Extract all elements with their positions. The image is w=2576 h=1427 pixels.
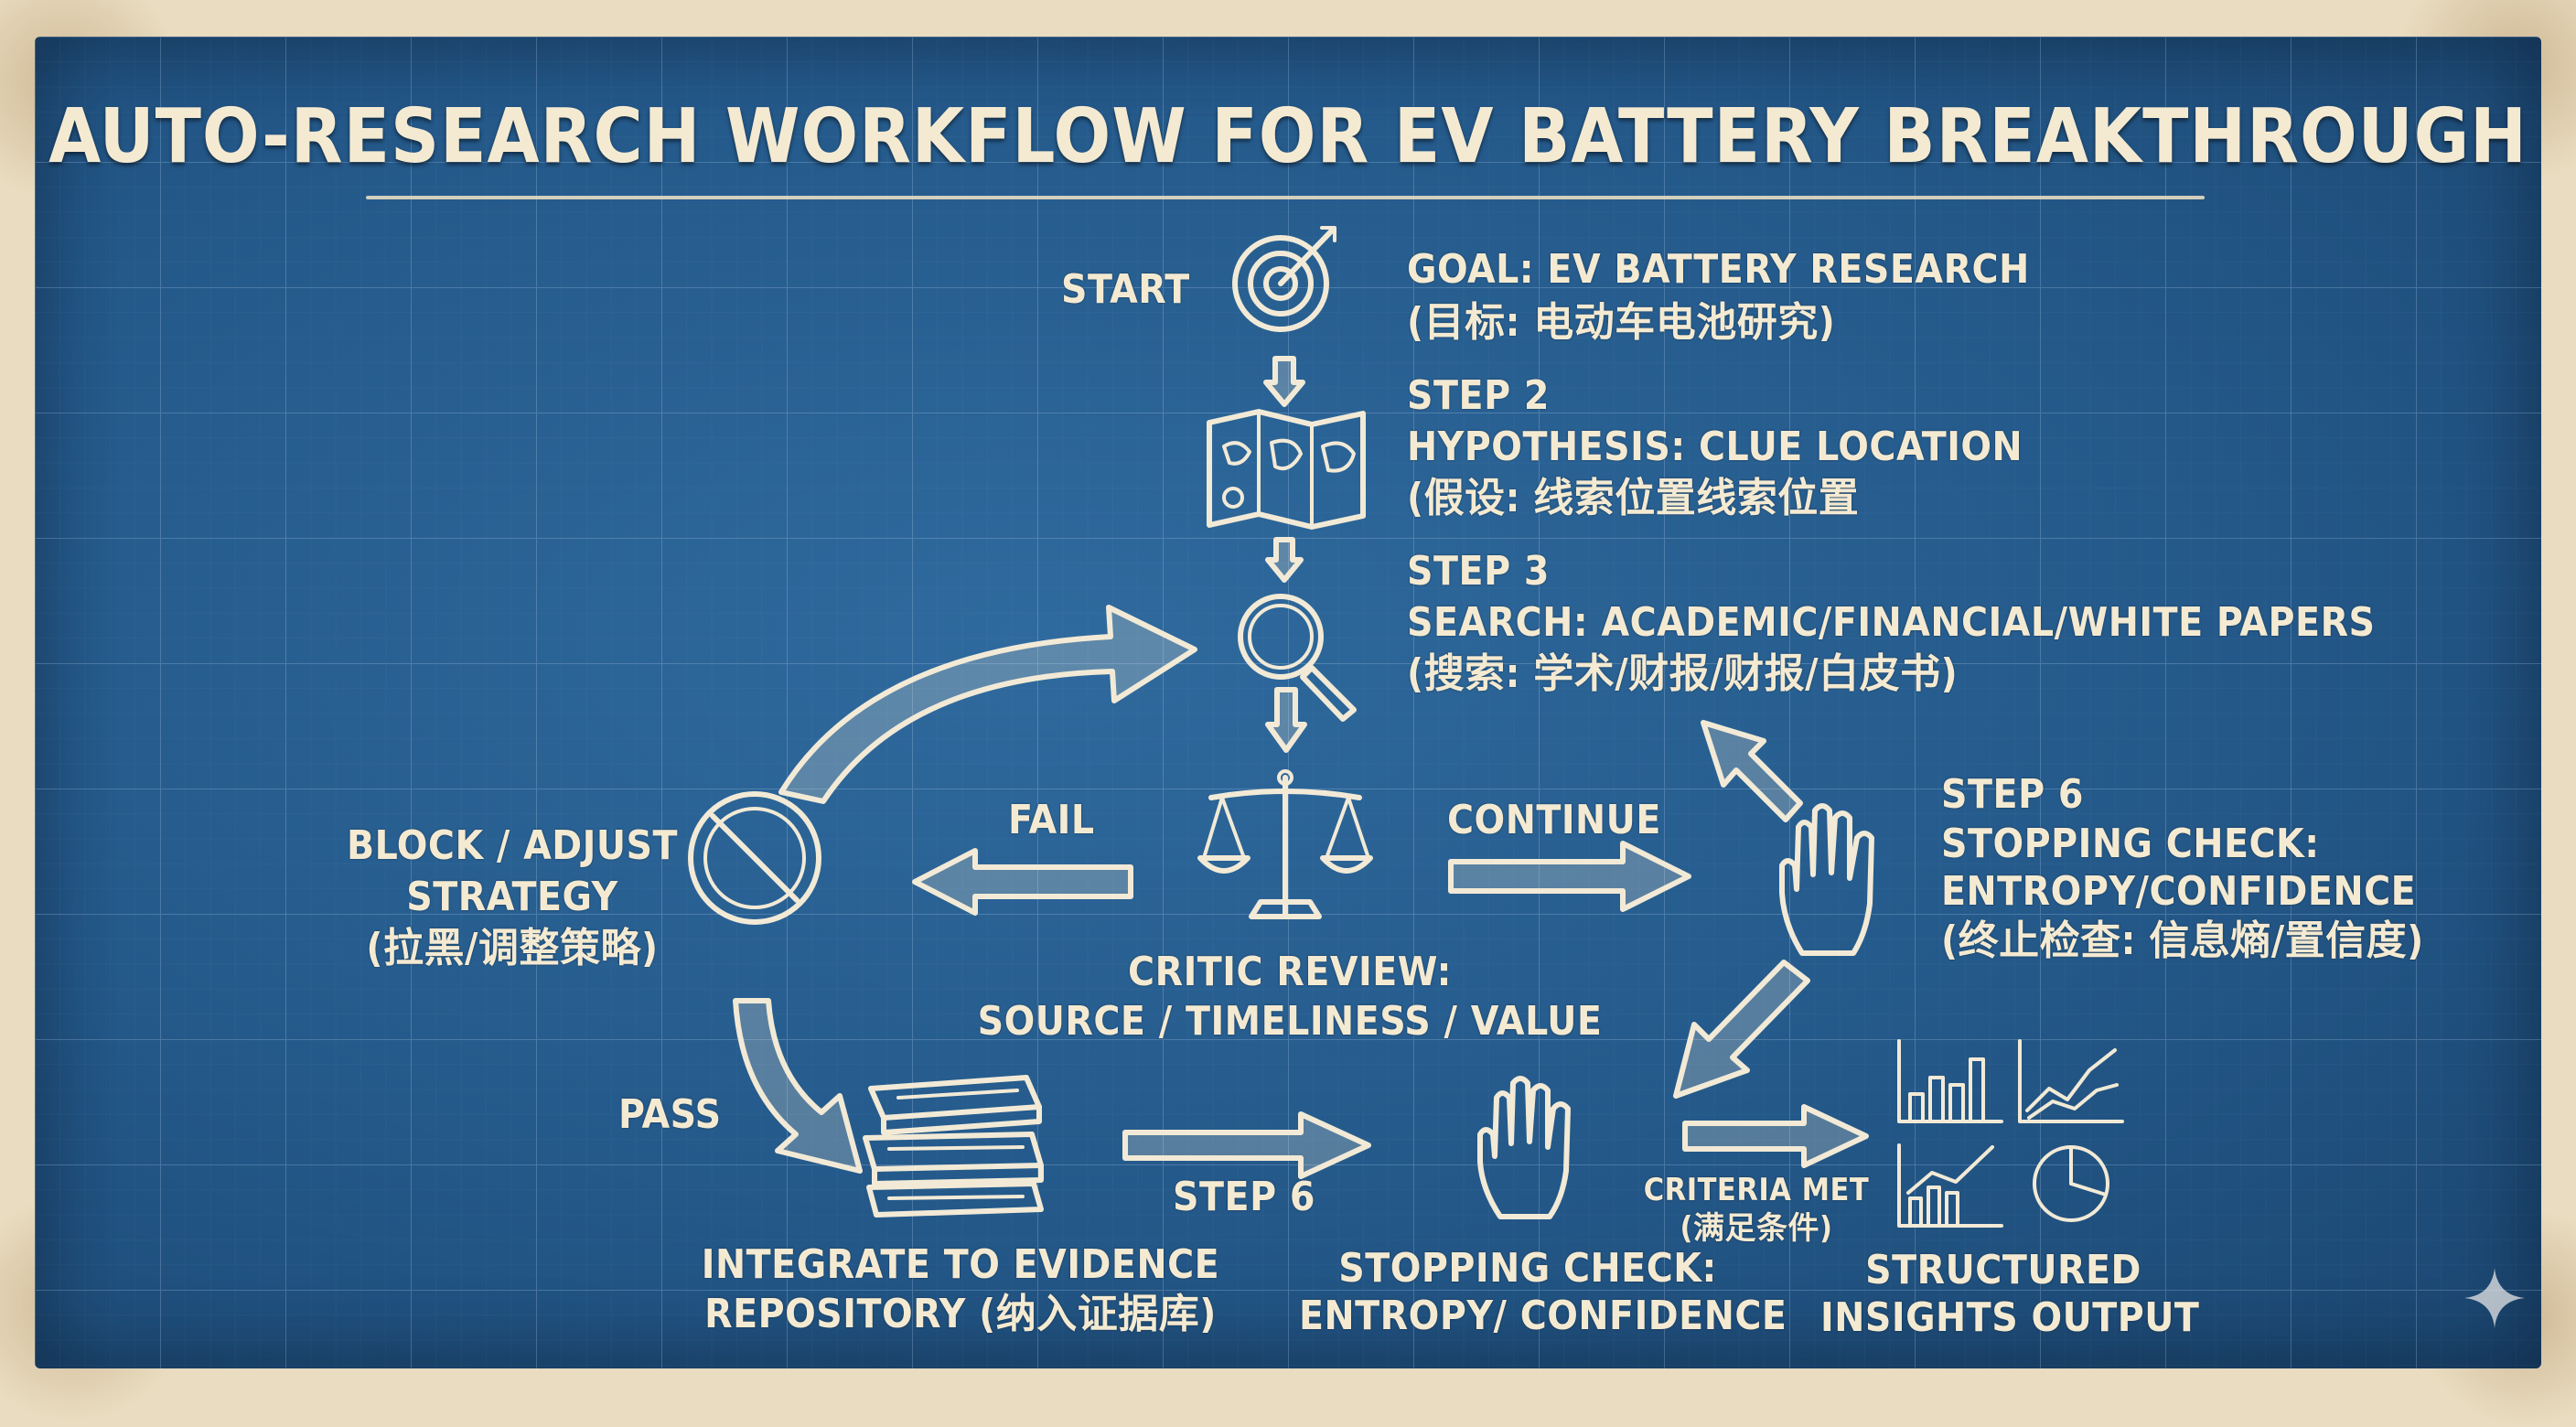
step3-search-text: SEARCH: ACADEMIC/FINANCIAL/WHITE PAPERS <box>1407 599 2376 646</box>
blueprint-grid <box>35 37 2541 1368</box>
step3-search-text-zh: (搜索: 学术/财报/财报/白皮书) <box>1407 650 1959 697</box>
integrate-evidence-label-zh: REPOSITORY (纳入证据库) <box>704 1291 1217 1337</box>
fail-label: FAIL <box>1008 797 1095 843</box>
critic-review-criteria: SOURCE / TIMELINESS / VALUE <box>977 998 1603 1045</box>
arrow-left-icon <box>912 848 1133 916</box>
target-icon <box>1232 226 1336 332</box>
stopping-check-bottom-title: STOPPING CHECK: <box>1338 1245 1717 1292</box>
sparkle-icon <box>2464 1268 2525 1328</box>
stopping-check-right-label-zh: (终止检查: 信息熵/置信度) <box>1941 917 2424 964</box>
continue-label: CONTINUE <box>1447 797 1661 843</box>
step6-bottom-label: STEP 6 <box>1173 1174 1315 1220</box>
structured-label: STRUCTURED <box>1865 1247 2141 1293</box>
strategy-label: STRATEGY <box>406 874 618 920</box>
insights-output-label: INSIGHTS OUTPUT <box>1820 1294 2200 1341</box>
block-adjust-label-zh: (拉黑/调整策略) <box>366 925 659 971</box>
criteria-met-label: CRITERIA MET <box>1643 1172 1870 1208</box>
scales-icon <box>1197 769 1373 919</box>
books-icon <box>863 1075 1044 1218</box>
stopping-check-bottom-criteria: ENTROPY/ CONFIDENCE <box>1299 1293 1787 1339</box>
integrate-evidence-label: INTEGRATE TO EVIDENCE <box>701 1241 1220 1288</box>
blueprint-board <box>35 37 2541 1368</box>
page-title: AUTO-RESEARCH WORKFLOW FOR EV BATTERY BR… <box>48 93 2528 180</box>
start-label: START <box>1061 266 1190 313</box>
charts-icon <box>1897 1039 2124 1228</box>
criteria-met-label-zh: (满足条件) <box>1680 1210 1833 1247</box>
arrow-right-icon <box>1682 1104 1869 1168</box>
hand-icon <box>1477 1076 1571 1219</box>
pass-label: PASS <box>618 1091 722 1138</box>
map-icon <box>1207 409 1366 530</box>
step6-right-label: STEP 6 <box>1941 771 2084 818</box>
hand-icon <box>1779 803 1874 956</box>
arrow-down-icon <box>1265 537 1304 583</box>
stopping-check-right-criteria: ENTROPY/CONFIDENCE <box>1941 868 2417 915</box>
title-underline <box>366 196 2205 199</box>
arrow-up-left-icon <box>1701 720 1803 822</box>
magnifier-icon <box>1238 594 1357 722</box>
step3-label: STEP 3 <box>1407 548 1550 595</box>
no-entry-icon <box>688 791 821 925</box>
arrow-down-icon <box>1265 687 1307 753</box>
goal-text-zh: (目标: 电动车电池研究) <box>1407 299 1836 346</box>
arrow-right-icon <box>1122 1111 1371 1179</box>
goal-text: GOAL: EV BATTERY RESEARCH <box>1407 246 2030 293</box>
stopping-check-right-title: STOPPING CHECK: <box>1941 821 2320 867</box>
arrow-right-icon <box>1448 841 1691 912</box>
curved-arrow-down-icon <box>733 998 863 1174</box>
step2-hypothesis-text: HYPOTHESIS: CLUE LOCATION <box>1407 424 2023 470</box>
critic-review-title: CRITIC REVIEW: <box>1128 949 1452 995</box>
arrow-down-left-icon <box>1673 960 1810 1099</box>
curved-arrow-icon <box>778 605 1197 804</box>
block-adjust-label: BLOCK / ADJUST <box>346 822 679 869</box>
step2-label: STEP 2 <box>1407 372 1550 419</box>
arrow-down-icon <box>1263 356 1305 407</box>
step2-hypothesis-text-zh: (假设: 线索位置线索位置 <box>1407 475 1860 521</box>
